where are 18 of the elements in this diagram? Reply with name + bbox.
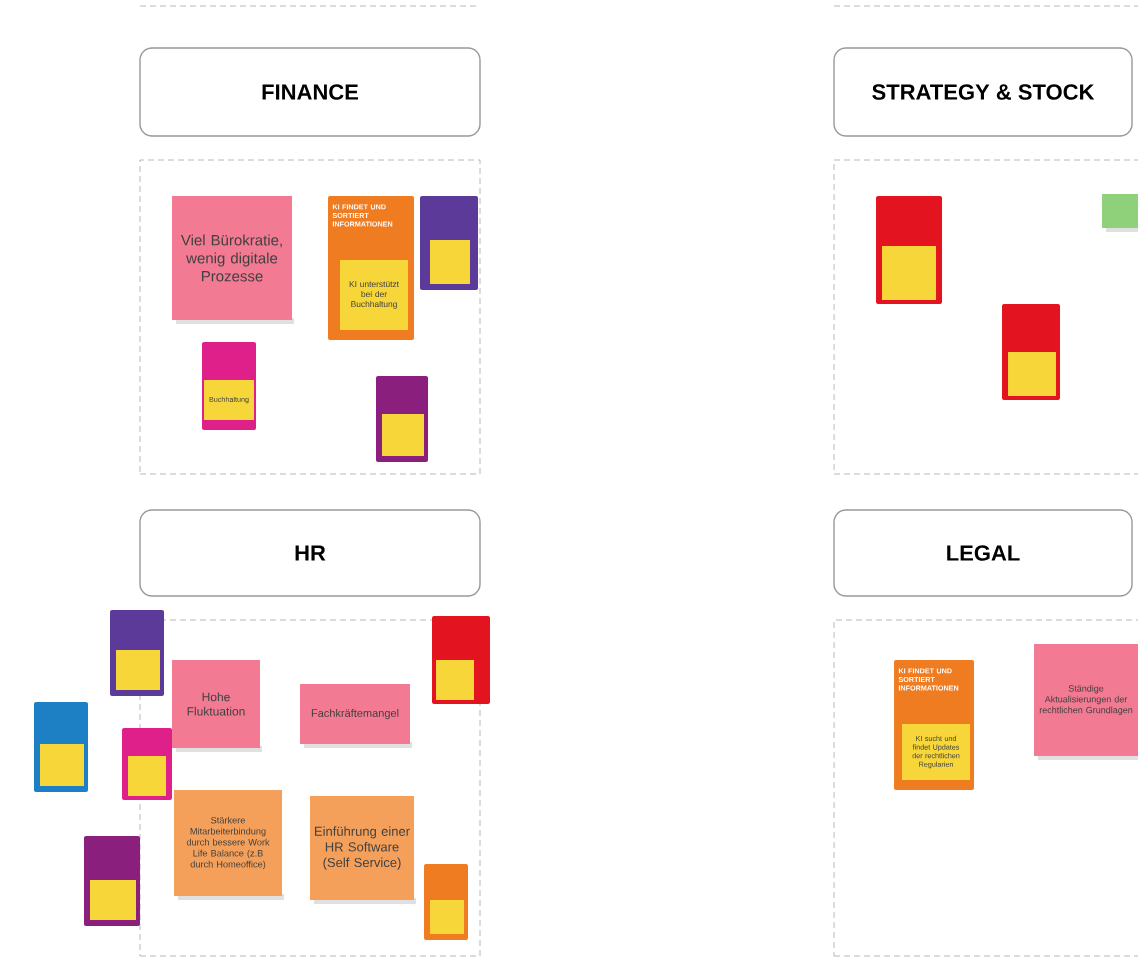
title-box: HR (139, 509, 481, 597)
title-box: STRATEGY & STOCK (833, 47, 1133, 137)
title-box: FINANCE (139, 47, 481, 137)
dashed-panel (139, 159, 481, 475)
title-box: LEGAL (833, 509, 1133, 597)
note-slip (40, 744, 84, 786)
note-slip (430, 240, 470, 284)
note-slip (1008, 352, 1056, 396)
note-slip (882, 246, 936, 300)
note-slip (128, 756, 166, 796)
dashed-panel (833, 619, 1138, 957)
note-slip (382, 414, 424, 456)
dashed-panel (833, 159, 1138, 475)
note-slip (436, 660, 474, 700)
note-slip (116, 650, 160, 690)
note-slip (430, 900, 464, 934)
sticky-note (1102, 194, 1138, 232)
note-slip (90, 880, 136, 920)
